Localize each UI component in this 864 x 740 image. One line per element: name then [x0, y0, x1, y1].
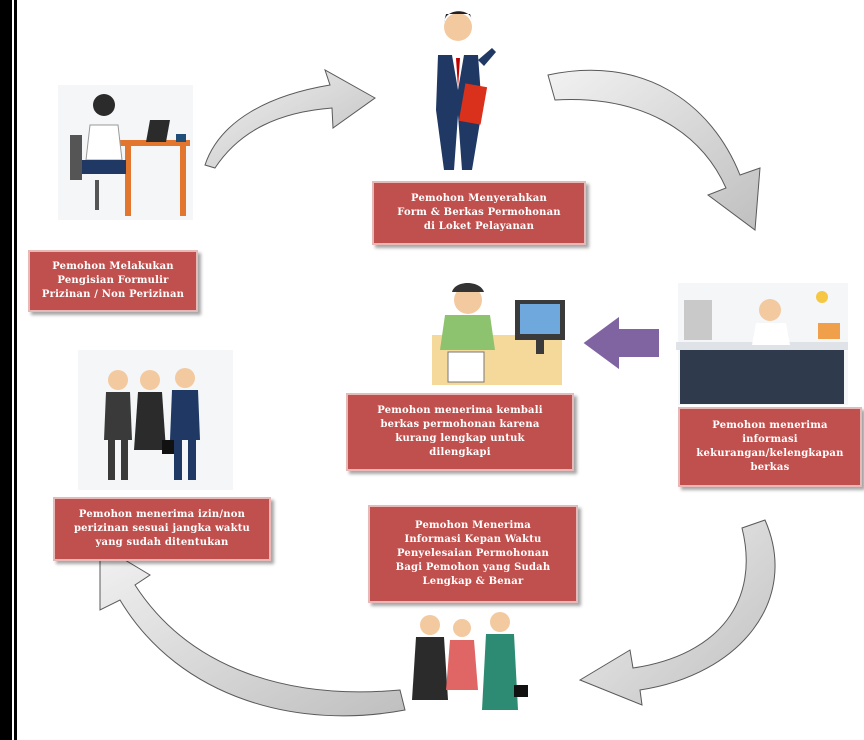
person-office-desk-icon — [676, 283, 848, 405]
frame-border-inner — [14, 0, 17, 740]
cycle-arrow-top-right — [547, 69, 761, 231]
business-people-meeting-icon — [412, 612, 528, 710]
person-at-computer-icon — [432, 283, 565, 385]
step-fill-form: Pemohon Melakukan Pengisian Formulir Pri… — [28, 250, 198, 312]
cycle-arrow-bottom-left — [99, 544, 406, 717]
purple-arrow — [580, 313, 661, 373]
person-at-laptop-icon — [58, 85, 193, 220]
step-receive-permit: Pemohon menerima izin/non perizinan sesu… — [53, 497, 271, 561]
cycle-arrow-bottom-right — [578, 519, 776, 706]
step-receive-schedule: Pemohon Menerima Informasi Kepan Waktu P… — [368, 505, 578, 603]
frame-border — [0, 0, 12, 740]
business-team-icon — [78, 350, 233, 490]
step-receive-info: Pemohon menerima informasi kekurangan/ke… — [678, 407, 862, 487]
cycle-arrow-top-left — [204, 68, 376, 169]
person-businessman-icon — [436, 11, 496, 170]
step-return-docs: Pemohon menerima kembali berkas permohon… — [346, 393, 574, 471]
step-submit: Pemohon Menyerahkan Form & Berkas Permoh… — [372, 181, 586, 245]
